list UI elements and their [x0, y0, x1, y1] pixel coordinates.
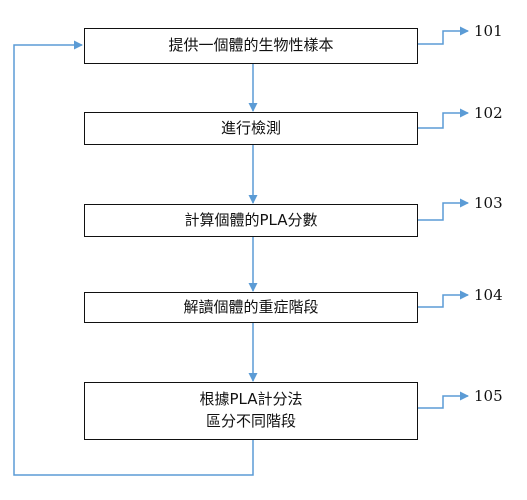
step-105-text-line-2: 區分不同階段: [205, 412, 296, 430]
ref-number-102: 102: [474, 104, 503, 122]
ref-number-105: 105: [474, 387, 503, 405]
feedback-loop-arrow: [13, 40, 254, 476]
step-105-text-line-1: 根據PLA計分法: [199, 390, 303, 409]
step-101-text: 提供一個體的生物性樣本: [168, 36, 334, 55]
step-box-102: 進行檢測: [84, 112, 418, 145]
leader-line-105: [418, 391, 469, 409]
step-102-text: 進行檢測: [220, 118, 281, 137]
ref-number-101: 101: [474, 22, 503, 40]
step-box-105: 根據PLA計分法 區分不同階段: [84, 382, 418, 440]
step-103-text: 計算個體的PLA分數: [184, 210, 318, 229]
leader-line-104: [418, 290, 469, 308]
step-box-103: 計算個體的PLA分數: [84, 204, 418, 237]
step-box-101: 提供一個體的生物性樣本: [84, 28, 418, 64]
ref-number-104: 104: [474, 286, 503, 304]
leader-line-101: [418, 26, 469, 45]
ref-number-103: 103: [474, 194, 503, 212]
step-104-text: 解讀個體的重症階段: [183, 297, 319, 316]
leader-line-102: [418, 108, 469, 129]
step-box-104: 解讀個體的重症階段: [84, 292, 418, 323]
leader-line-103: [418, 198, 469, 221]
